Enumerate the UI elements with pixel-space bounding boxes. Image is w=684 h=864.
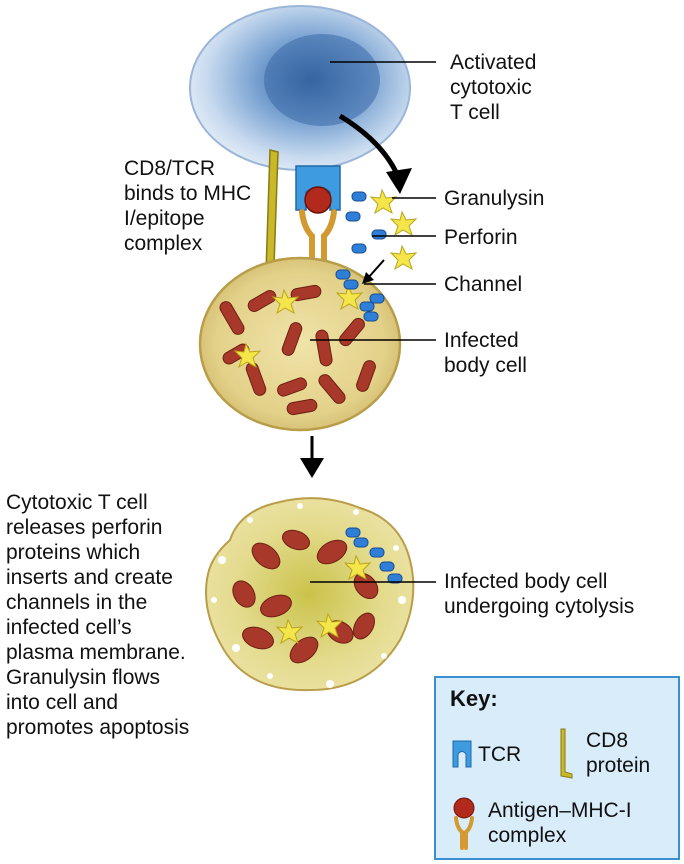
key-cd8-label: CD8 protein xyxy=(586,729,651,777)
t-cell xyxy=(189,5,411,171)
key-tcr-label: TCR xyxy=(478,743,522,766)
leader-lines xyxy=(310,61,436,583)
granulysin-inside xyxy=(275,554,372,645)
key-box: Key: TCR CD8 protein Antigen–MHC-I compl… xyxy=(434,676,680,860)
curved-arrow xyxy=(338,113,399,174)
label-infected-cell: Infected body cell xyxy=(444,329,527,377)
label-granulysin: Granulysin xyxy=(444,187,545,210)
tcr-key-icon xyxy=(452,740,472,768)
perforin-molecules xyxy=(335,191,387,322)
label-t-cell: Activated cytotoxic T cell xyxy=(450,51,537,124)
label-channel: Channel xyxy=(444,273,523,296)
label-cd8-tcr: CD8/TCR binds to MHC I/epitope complex xyxy=(124,157,252,255)
cd8-key-icon xyxy=(560,728,573,779)
antigen-key-icon xyxy=(453,797,475,850)
label-perforin: Perforin xyxy=(444,226,518,249)
channel-arrow xyxy=(367,259,385,279)
perforin-channels xyxy=(345,527,403,584)
description-text: Cytotoxic T cell releases perforin prote… xyxy=(6,491,190,739)
granulysin-molecules xyxy=(233,188,418,369)
channel-arrow-head xyxy=(362,272,374,284)
down-arrow-head xyxy=(300,458,324,478)
key-antigen-label: Antigen–MHC-I complex xyxy=(488,799,632,847)
cytolysis-holes xyxy=(211,503,406,688)
label-cytolysis-cell: Infected body cell undergoing cytolysis xyxy=(444,570,635,618)
fragmented-mitochondria xyxy=(232,529,379,664)
key-title: Key: xyxy=(450,686,498,711)
lysing-cell xyxy=(205,497,415,692)
curved-arrow-head xyxy=(386,168,412,194)
